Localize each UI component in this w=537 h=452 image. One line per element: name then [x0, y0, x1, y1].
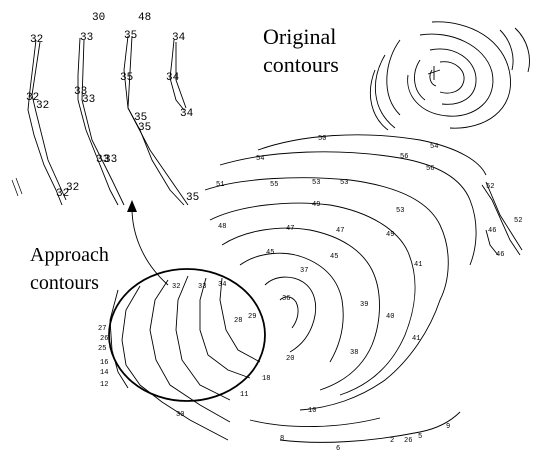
zoom-label: 32	[30, 34, 43, 46]
map-label: 10	[308, 407, 316, 415]
original-contours-label-line2: contours	[263, 52, 339, 77]
zoom-label: 32	[66, 182, 79, 194]
map-label: 45	[266, 249, 274, 257]
zoom-label: 34	[180, 108, 194, 120]
map-label: 56	[426, 165, 434, 173]
map-label: 47	[286, 225, 294, 233]
map-label: 51	[216, 181, 224, 189]
map-label: 12	[100, 381, 108, 389]
map-contour-labels: 50 54 54 56 56 55 53 53 51 53 49 49 48 4…	[98, 135, 522, 452]
zoom-label: 35	[134, 112, 147, 124]
zoom-label: 33	[82, 94, 95, 106]
zoom-label: 35	[186, 192, 199, 204]
map-label: 18	[262, 375, 270, 383]
zoom-label: 33	[96, 154, 109, 166]
map-label: 36	[282, 295, 290, 303]
map-label: 11	[240, 391, 248, 399]
map-label: 30	[176, 411, 184, 419]
original-contours-label-line1: Original	[263, 24, 336, 49]
map-label: 53	[340, 179, 348, 187]
map-label: 40	[386, 313, 394, 321]
zoomed-contours-inset	[11, 35, 189, 206]
zoom-label: 32	[56, 188, 69, 200]
zoom-label: 34	[166, 72, 180, 84]
map-label: 33	[198, 283, 206, 291]
map-label: 34	[218, 281, 226, 289]
map-label: 16	[100, 359, 108, 367]
map-label: 52	[486, 183, 494, 191]
map-label: 41	[412, 335, 420, 343]
map-label: 52	[514, 217, 522, 225]
approach-contours-label-line2: contours	[30, 272, 99, 294]
map-label: 50	[318, 135, 326, 143]
zoom-label: 48	[138, 12, 151, 24]
zoom-label: 33	[104, 154, 117, 166]
map-label: 25	[98, 345, 106, 353]
map-label: 14	[100, 369, 108, 377]
map-label: 6	[336, 445, 340, 452]
approach-contours-label-line1: Approach	[30, 244, 109, 266]
zoom-label: 33	[74, 86, 87, 98]
zoom-label: 32	[36, 100, 49, 112]
map-label: 26	[100, 335, 108, 343]
arrow-head	[127, 200, 137, 212]
zoomed-contour-labels: 32 33 35 34 30 48 32 32 33 33 35 35 35 3…	[26, 12, 199, 204]
map-label: 47	[336, 227, 344, 235]
approach-ellipse	[108, 268, 266, 402]
zoom-label: 33	[80, 32, 93, 44]
zoom-label: 35	[120, 72, 133, 84]
map-label: 32	[172, 283, 180, 291]
map-label: 20	[286, 355, 294, 363]
map-label: 38	[350, 349, 358, 357]
map-label: 2	[390, 437, 394, 445]
map-label: 46	[496, 251, 504, 259]
map-label: 53	[312, 179, 320, 187]
map-label: 27	[98, 325, 106, 333]
map-label: 37	[300, 267, 308, 275]
zoom-label: 32	[26, 92, 39, 104]
zoom-label: 35	[138, 122, 151, 134]
map-label: 48	[218, 223, 226, 231]
map-label: 5	[418, 433, 422, 441]
approach-contour-map	[108, 134, 523, 443]
map-label: 45	[330, 253, 338, 261]
map-label: 53	[396, 207, 404, 215]
map-label: 49	[312, 201, 320, 209]
map-label: 54	[430, 143, 438, 151]
map-label: 8	[280, 435, 284, 443]
map-label: 9	[446, 423, 450, 431]
map-label: 28	[234, 317, 242, 325]
map-label: 54	[256, 155, 264, 163]
map-label: 41	[414, 261, 422, 269]
map-label: 46	[488, 227, 496, 235]
map-label: 26	[404, 437, 412, 445]
map-label: 55	[270, 181, 278, 189]
original-contours-inset	[369, 21, 530, 131]
zoom-label: 35	[124, 30, 137, 42]
zoom-label: 30	[92, 12, 105, 24]
map-label: 29	[248, 313, 256, 321]
map-label: 56	[400, 153, 408, 161]
map-label: 39	[360, 301, 368, 309]
map-label: 49	[386, 231, 394, 239]
zoom-label: 34	[172, 32, 186, 44]
